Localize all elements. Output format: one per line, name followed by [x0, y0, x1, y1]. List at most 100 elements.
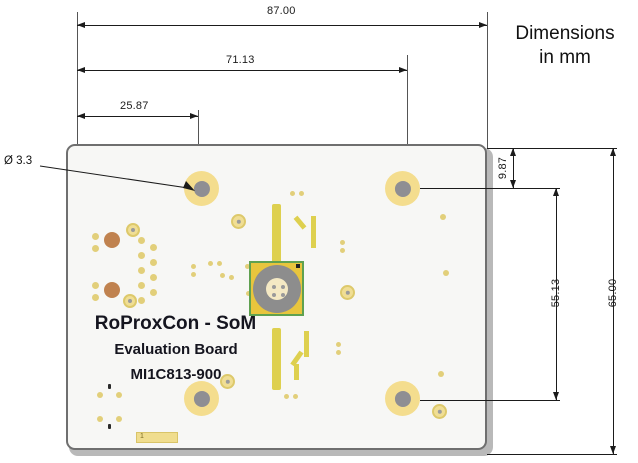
- hole-diameter-label: Ø 3.3: [4, 155, 33, 167]
- ext-line-55-13-top: [420, 188, 560, 189]
- dim-arrow-55-13-up: [553, 188, 559, 196]
- connector-pad: 1: [136, 432, 178, 443]
- mounting-hole-bottom-left: [184, 381, 219, 416]
- via-ring-left-bottom: [123, 294, 137, 308]
- sensor-aperture-hole-tr: [281, 285, 285, 289]
- dim-label-first-hole-x: 25.87: [120, 100, 149, 112]
- dim-arrow-first-hole-x-right: [190, 113, 198, 119]
- dim-line-hole-spacing-y: [556, 188, 557, 400]
- via-ring-upper-center: [231, 214, 246, 229]
- dim-label-hole-spacing-y: 55.13: [550, 278, 562, 308]
- trace-antenna-top: [272, 204, 281, 266]
- via-mid-7: [245, 264, 250, 269]
- silkscreen-title: RoProxCon - SoM: [94, 313, 257, 334]
- dim-label-overall-width: 87.00: [267, 5, 296, 17]
- via-mid-1: [191, 264, 196, 269]
- mounting-hole-bottom-right: [385, 381, 420, 416]
- via-left-b2: [92, 294, 99, 301]
- sensor-aperture-hole-tl: [272, 285, 276, 289]
- via-far-right-1: [440, 214, 446, 220]
- copper-pad-lower: [104, 282, 120, 298]
- via-left-a1: [92, 233, 99, 240]
- extension-line-hole-b: [407, 55, 408, 185]
- units-note-line2: in mm: [539, 46, 591, 68]
- via-left-a2: [92, 245, 99, 252]
- dim-line-overall-width: [77, 25, 487, 26]
- via-mid-2: [191, 272, 196, 277]
- via-right-lower2: [336, 350, 341, 355]
- via-bottom-center-2: [293, 394, 298, 399]
- dim-line-hole-spacing-x: [77, 70, 407, 71]
- via-rosette-a-2: [116, 392, 122, 398]
- via-mid-4: [217, 261, 222, 266]
- via-mid-3: [208, 261, 213, 266]
- dim-label-overall-height: 65.00: [607, 278, 619, 308]
- trace-bend-top-diagonal: [293, 215, 307, 230]
- dim-arrow-hole-spacing-x-left: [77, 67, 85, 73]
- via-mid-5: [220, 273, 225, 278]
- trace-bend-top-vertical: [311, 216, 316, 248]
- dim-line-top-edge-to-hole: [513, 148, 514, 188]
- connector-pad-label: 1: [140, 433, 144, 440]
- extension-line-left-edge: [77, 12, 78, 207]
- dim-arrow-55-13-down: [553, 392, 559, 400]
- mounting-hole-top-right: [385, 171, 420, 206]
- via-rosette-b-1: [97, 416, 103, 422]
- dim-arrow-overall-width-right: [479, 22, 487, 28]
- via-top-center-1: [290, 191, 295, 196]
- dim-arrow-first-hole-x-left: [77, 113, 85, 119]
- silkscreen-partnumber: MI1C813-900: [130, 366, 222, 383]
- via-right-upper: [340, 240, 345, 245]
- via-right-lower: [336, 342, 341, 347]
- via-grid-c1-r4: [138, 282, 145, 289]
- ext-line-55-13-bottom: [420, 400, 560, 401]
- dim-label-hole-spacing-x: 71.13: [226, 54, 255, 66]
- sensor-aperture-hole-br: [281, 293, 285, 297]
- via-top-center-2: [299, 191, 304, 196]
- via-grid-c1-r3: [138, 267, 145, 274]
- sensor-package: [249, 261, 304, 316]
- dim-arrow-9-87-up: [510, 148, 516, 156]
- via-grid-c2-r3: [150, 274, 157, 281]
- trace-bend-bottom-tail: [294, 364, 299, 380]
- pcb-board: RoProxCon - SoM Evaluation Board MI1C813…: [66, 144, 487, 450]
- units-note-line1: Dimensions: [515, 23, 615, 44]
- dim-arrow-overall-width-left: [77, 22, 85, 28]
- via-mid-9: [246, 291, 251, 296]
- ext-line-65-bottom: [487, 454, 617, 455]
- via-bottom-center-1: [284, 394, 289, 399]
- via-grid-c2-r4: [150, 289, 157, 296]
- dim-line-first-hole-x: [77, 116, 198, 117]
- via-mid-6: [229, 275, 234, 280]
- via-ring-right-mid: [340, 285, 355, 300]
- extension-line-right-edge: [487, 12, 488, 148]
- ext-line-65-top: [487, 148, 617, 149]
- silkscreen-subtitle: Evaluation Board: [114, 341, 238, 358]
- chip-rosette-a: [108, 384, 111, 389]
- trace-antenna-bottom: [272, 328, 281, 390]
- leader-line-hole-diameter: [39, 165, 195, 191]
- via-grid-c1-r5: [138, 297, 145, 304]
- dim-label-top-edge-to-hole: 9.87: [497, 156, 509, 180]
- copper-pad-upper: [104, 232, 120, 248]
- trace-bend-bottom-vertical: [304, 331, 309, 357]
- dim-arrow-65-up: [610, 148, 616, 156]
- via-left-b1: [92, 282, 99, 289]
- via-right-upper2: [340, 248, 345, 253]
- via-rosette-b-2: [116, 416, 122, 422]
- via-grid-c2-r1: [150, 244, 157, 251]
- dim-arrow-9-87-down: [510, 180, 516, 188]
- dim-arrow-65-down: [610, 446, 616, 454]
- sensor-pin1-marker: [296, 264, 300, 268]
- via-far-right-3: [438, 371, 444, 377]
- sensor-aperture-hole-bl: [272, 293, 276, 297]
- via-rosette-a-1: [97, 392, 103, 398]
- chip-rosette-b: [108, 424, 111, 429]
- via-ring-left-top: [126, 223, 140, 237]
- dim-arrow-hole-spacing-x-right: [399, 67, 407, 73]
- via-grid-c1-r2: [138, 252, 145, 259]
- units-note: Dimensions in mm: [500, 22, 630, 70]
- via-ring-lower-center: [220, 374, 235, 389]
- via-grid-c2-r2: [150, 259, 157, 266]
